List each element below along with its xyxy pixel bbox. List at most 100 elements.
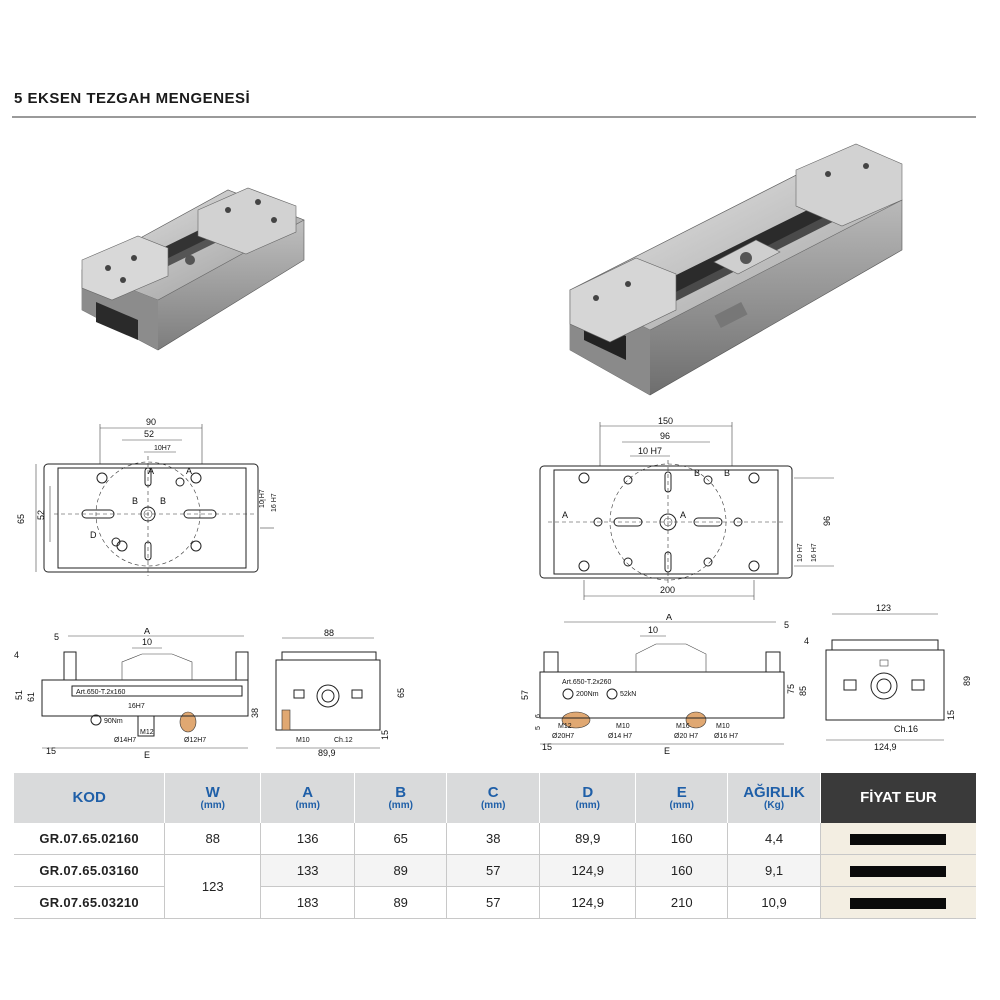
- cell-weight: 4,4: [727, 823, 821, 855]
- d16h7: Ø16 H7: [714, 733, 738, 740]
- cell-e: 160: [635, 854, 729, 887]
- dim-4: 4: [14, 650, 19, 660]
- dim-38: 38: [250, 708, 260, 718]
- header-b: B(mm): [354, 773, 448, 823]
- cell-c: 57: [446, 886, 541, 919]
- dim-10h7: 10 H7: [638, 446, 662, 456]
- cell-b: 65: [354, 823, 448, 855]
- dim-200: 200: [660, 585, 675, 595]
- page-title: 5 EKSEN TEZGAH MENGENESİ: [14, 90, 251, 107]
- m10: M10: [296, 737, 310, 744]
- torque: 90Nm: [104, 718, 123, 725]
- dim-52: 52: [144, 429, 154, 439]
- label-a2: A: [680, 510, 686, 520]
- dim-10h7-v: 10 H7: [259, 489, 266, 508]
- dim-96: 96: [660, 431, 670, 441]
- dim-a: A: [666, 614, 672, 622]
- dim-51: 51: [14, 690, 24, 700]
- dim-15: 15: [946, 710, 956, 720]
- ch16: Ch.16: [894, 724, 918, 734]
- dim-4: 4: [804, 636, 809, 646]
- price-redacted-bar: [850, 834, 947, 846]
- dim-16h7-v: 16 H7: [811, 543, 818, 562]
- ch12: Ch.12: [334, 737, 353, 744]
- cell-price: [820, 886, 976, 919]
- dim-88: 88: [324, 628, 334, 638]
- dim-e: E: [144, 750, 150, 760]
- dim-e: E: [664, 746, 670, 756]
- cell-price: [820, 823, 976, 855]
- torque-1: 200Nm: [576, 691, 599, 698]
- header-w: W(mm): [164, 773, 262, 823]
- dim-10: 10: [648, 625, 658, 635]
- d14h7: Ø14 H7: [608, 733, 632, 740]
- cell-e: 160: [635, 823, 729, 855]
- m12: M12: [140, 729, 154, 736]
- cell-e: 210: [635, 886, 729, 919]
- cell-b: 89: [354, 854, 448, 887]
- m16: M16: [676, 723, 690, 730]
- cell-a: 136: [260, 823, 356, 855]
- cell-w: 88: [164, 823, 262, 855]
- d20h7: Ø20H7: [552, 733, 574, 740]
- cell-b: 89: [354, 886, 448, 919]
- art-label: Art.650-T.2x160: [76, 689, 126, 696]
- dim-10: 10: [142, 637, 152, 647]
- table-row: GR.07.65.03160 123 133 89 57 124,9 160 9…: [14, 854, 976, 919]
- d20h7b: Ø20 H7: [674, 733, 698, 740]
- header-c: C(mm): [446, 773, 541, 823]
- large-vise-front-view: 123 Ch.16 124,9 89 15: [825, 603, 972, 752]
- header-e: E(mm): [635, 773, 729, 823]
- art-label: Art.650-T.2x260: [562, 679, 612, 686]
- table-header-row: KOD W(mm) A(mm) B(mm) C(mm) D(mm) E(mm) …: [14, 773, 976, 823]
- header-a: A(mm): [260, 773, 356, 823]
- small-vise-top-view: 90 52 10H7 A A B B D 65 52 10 H7 16 H7: [16, 417, 278, 576]
- cell-a: 183: [260, 886, 356, 919]
- dim-15: 15: [46, 746, 56, 756]
- dim-65: 65: [396, 688, 406, 698]
- d12h7: Ø12H7: [184, 737, 206, 744]
- dim-85: 85: [798, 686, 808, 696]
- m10: M10: [616, 723, 630, 730]
- dim-61: 61: [26, 692, 36, 702]
- cell-c: 38: [446, 823, 541, 855]
- cell-kod: GR.07.65.03210: [14, 886, 166, 919]
- dim-a: A: [144, 628, 150, 636]
- m10b: M10: [716, 723, 730, 730]
- price-redacted-bar: [850, 866, 947, 878]
- label-a1: A: [562, 510, 568, 520]
- cell-d: 124,9: [539, 854, 637, 887]
- m12: M12: [558, 723, 572, 730]
- dim-5: 5: [54, 632, 59, 642]
- small-vise-side-view: A 10 5 4 Art.650-T.2x160 16H7 90Nm M12 5…: [14, 628, 260, 760]
- dim-75: 75: [786, 684, 796, 694]
- cell-a: 133: [260, 854, 356, 887]
- header-kod: KOD: [14, 773, 166, 823]
- dim-15: 15: [542, 742, 552, 752]
- dim-96-v: 96: [822, 516, 832, 526]
- dim-5b: 5: [535, 726, 542, 730]
- header-price: FİYAT EUR: [820, 773, 976, 823]
- label-b1: B: [132, 496, 138, 506]
- label-b1: B: [694, 468, 700, 478]
- dim-15: 15: [380, 730, 390, 740]
- dim-57: 57: [520, 690, 530, 700]
- label-b2: B: [724, 468, 730, 478]
- dim-124-9: 124,9: [874, 742, 897, 752]
- cell-weight: 10,9: [727, 886, 821, 919]
- cell-weight: 9,1: [727, 854, 821, 887]
- dim-16h7: 16H7: [128, 703, 145, 710]
- cell-kod: GR.07.65.02160: [14, 823, 166, 855]
- label-a1: A: [148, 466, 154, 476]
- d14h7: Ø14H7: [114, 737, 136, 744]
- dim-5: 5: [784, 620, 789, 630]
- table-row: GR.07.65.03210 183 89 57 124,9 210 10,9: [14, 886, 976, 919]
- small-vise-front-view: 88 M10 Ch.12 89,9 65 15: [275, 628, 406, 758]
- dim-6: 6: [535, 714, 542, 718]
- header-d: D(mm): [539, 773, 637, 823]
- dim-89: 89: [962, 676, 972, 686]
- dim-150: 150: [658, 416, 673, 426]
- dim-89-9: 89,9: [318, 748, 336, 758]
- large-vise-photo: [569, 143, 903, 396]
- cell-kod: GR.07.65.03160: [14, 854, 166, 887]
